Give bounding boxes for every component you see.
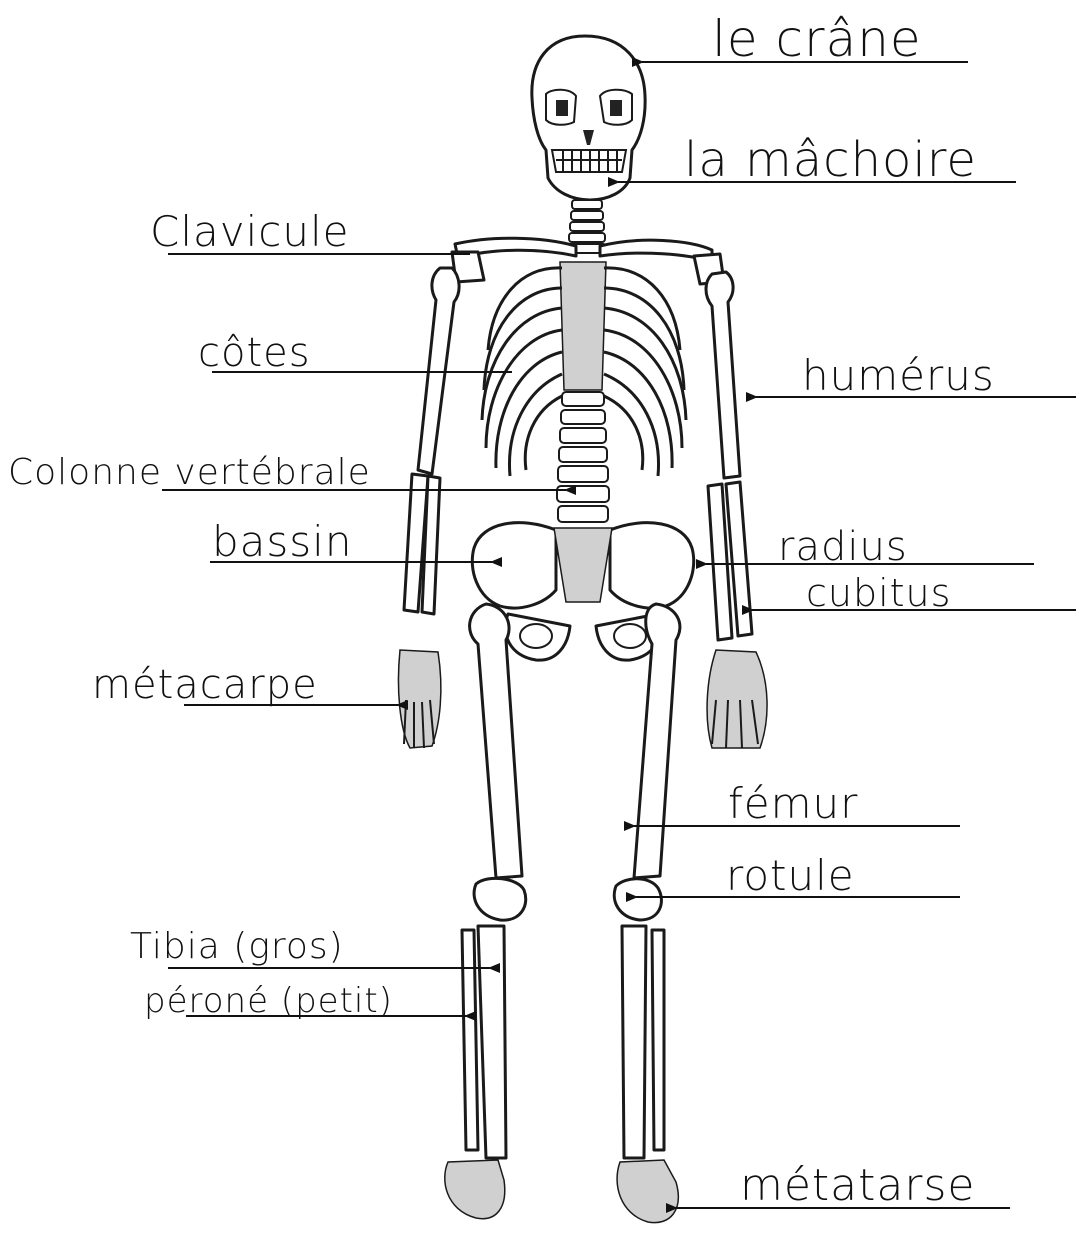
lumbar-vertebrae: [557, 392, 609, 522]
right-arm: [706, 272, 767, 748]
label-perone: péroné (petit): [144, 981, 393, 1021]
label-cubitus: cubitus: [806, 571, 951, 615]
label-machoire: la mâchoire: [684, 132, 977, 188]
skeleton-illustration: [398, 36, 767, 1223]
skull: [532, 36, 645, 200]
label-humerus: humérus: [802, 351, 995, 400]
label-tibia: Tibia (gros): [130, 926, 344, 967]
label-clavicule: Clavicule: [150, 207, 349, 256]
label-radius: radius: [778, 524, 908, 570]
label-bassin: bassin: [212, 517, 352, 566]
left-leg: [445, 604, 526, 1219]
label-crane: le crâne: [712, 10, 922, 68]
label-metatarse: métatarse: [740, 1160, 975, 1211]
label-metacarpe: métacarpe: [92, 662, 318, 708]
label-rotule: rotule: [726, 851, 855, 900]
label-cotes: côtes: [198, 330, 311, 376]
label-femur: fémur: [728, 779, 858, 828]
label-colonne: Colonne vertébrale: [8, 452, 371, 493]
left-arm: [398, 268, 459, 748]
right-leg: [614, 604, 680, 1223]
